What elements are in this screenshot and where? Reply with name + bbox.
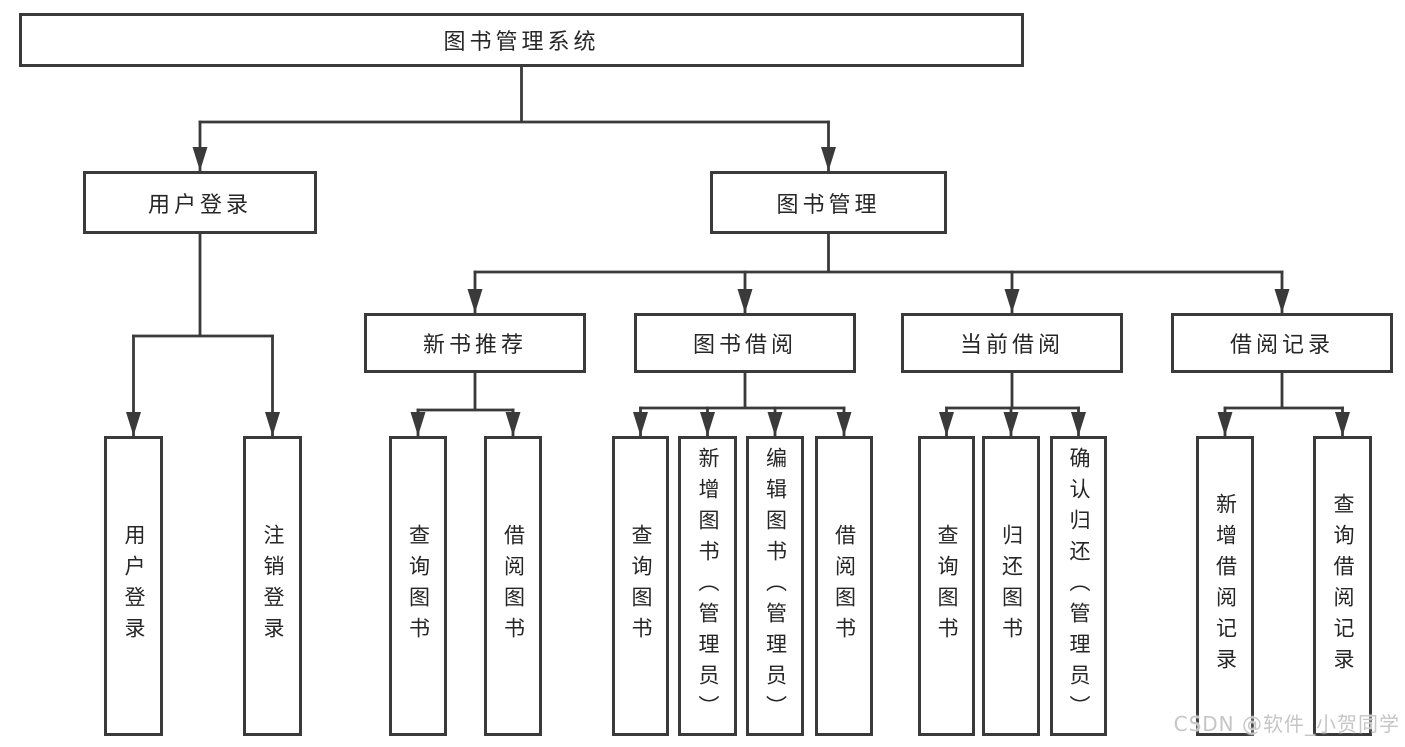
node-book-borrowing-label: 图书借阅	[692, 333, 797, 358]
leaf-query-books-2: 查询图书	[612, 436, 669, 736]
leaf-borrow-books-1: 借阅图书	[484, 436, 542, 736]
leaf-query-borrow-record-label: 查询借阅记录	[1331, 493, 1356, 679]
leaf-query-borrow-record: 查询借阅记录	[1313, 436, 1372, 736]
connector-new-book-group	[416, 371, 515, 412]
leaf-borrow-books-2: 借阅图书	[815, 436, 873, 736]
leaf-query-books-2-label: 查询图书	[629, 524, 654, 648]
csdn-watermark: CSDN @软件_小贺同学	[1173, 712, 1400, 736]
leaf-add-borrow-record: 新增借阅记录	[1196, 436, 1254, 736]
leaf-confirm-return-admin-label: 确认归还（管理员）	[1067, 446, 1092, 726]
leaf-edit-book-admin-label: 编辑图书（管理员）	[763, 446, 788, 726]
connector-root-to-level2	[198, 65, 830, 124]
node-current-borrowing-label: 当前借阅	[959, 333, 1064, 358]
leaf-query-books-1: 查询图书	[389, 436, 447, 736]
leaf-add-book-admin-label: 新增图书（管理员）	[696, 446, 721, 726]
node-borrowing-records-label: 借阅记录	[1229, 333, 1334, 358]
leaf-borrow-books-1-label: 借阅图书	[501, 524, 526, 648]
node-new-book-recommendation: 新书推荐	[364, 313, 586, 373]
leaf-logout-label: 注销登录	[261, 524, 286, 648]
node-borrowing-records: 借阅记录	[1171, 313, 1393, 373]
leaf-query-books-3-label: 查询图书	[935, 524, 960, 648]
node-book-management: 图书管理	[710, 171, 947, 234]
node-book-management-label: 图书管理	[776, 192, 881, 218]
node-new-book-recommendation-label: 新书推荐	[422, 333, 527, 358]
connector-user-login-group	[132, 232, 274, 338]
leaf-user-login-label: 用户登录	[122, 524, 147, 648]
leaf-logout: 注销登录	[243, 436, 302, 736]
leaf-edit-book-admin: 编辑图书（管理员）	[746, 436, 804, 736]
leaf-query-books-3: 查询图书	[918, 436, 975, 736]
connector-book-management-group	[473, 232, 1284, 274]
leaf-add-borrow-record-label: 新增借阅记录	[1213, 493, 1238, 679]
node-library-management-system: 图书管理系统	[19, 13, 1024, 67]
node-book-borrowing: 图书借阅	[634, 313, 856, 373]
node-user-login: 用户登录	[83, 171, 317, 234]
leaf-confirm-return-admin: 确认归还（管理员）	[1050, 436, 1107, 736]
leaf-user-login: 用户登录	[104, 436, 163, 736]
root-label: 图书管理系统	[443, 30, 600, 55]
connector-book-borrowing-group	[639, 371, 846, 410]
leaf-borrow-books-2-label: 借阅图书	[832, 524, 857, 648]
leaf-return-books-label: 归还图书	[999, 524, 1024, 648]
node-user-login-label: 用户登录	[147, 192, 252, 218]
leaf-query-books-1-label: 查询图书	[406, 524, 431, 648]
leaf-return-books: 归还图书	[982, 436, 1040, 736]
leaf-add-book-admin: 新增图书（管理员）	[678, 436, 737, 736]
connector-current-borrowing-group	[945, 371, 1080, 410]
node-current-borrowing: 当前借阅	[901, 313, 1123, 373]
connector-borrowing-records-group	[1223, 371, 1344, 410]
